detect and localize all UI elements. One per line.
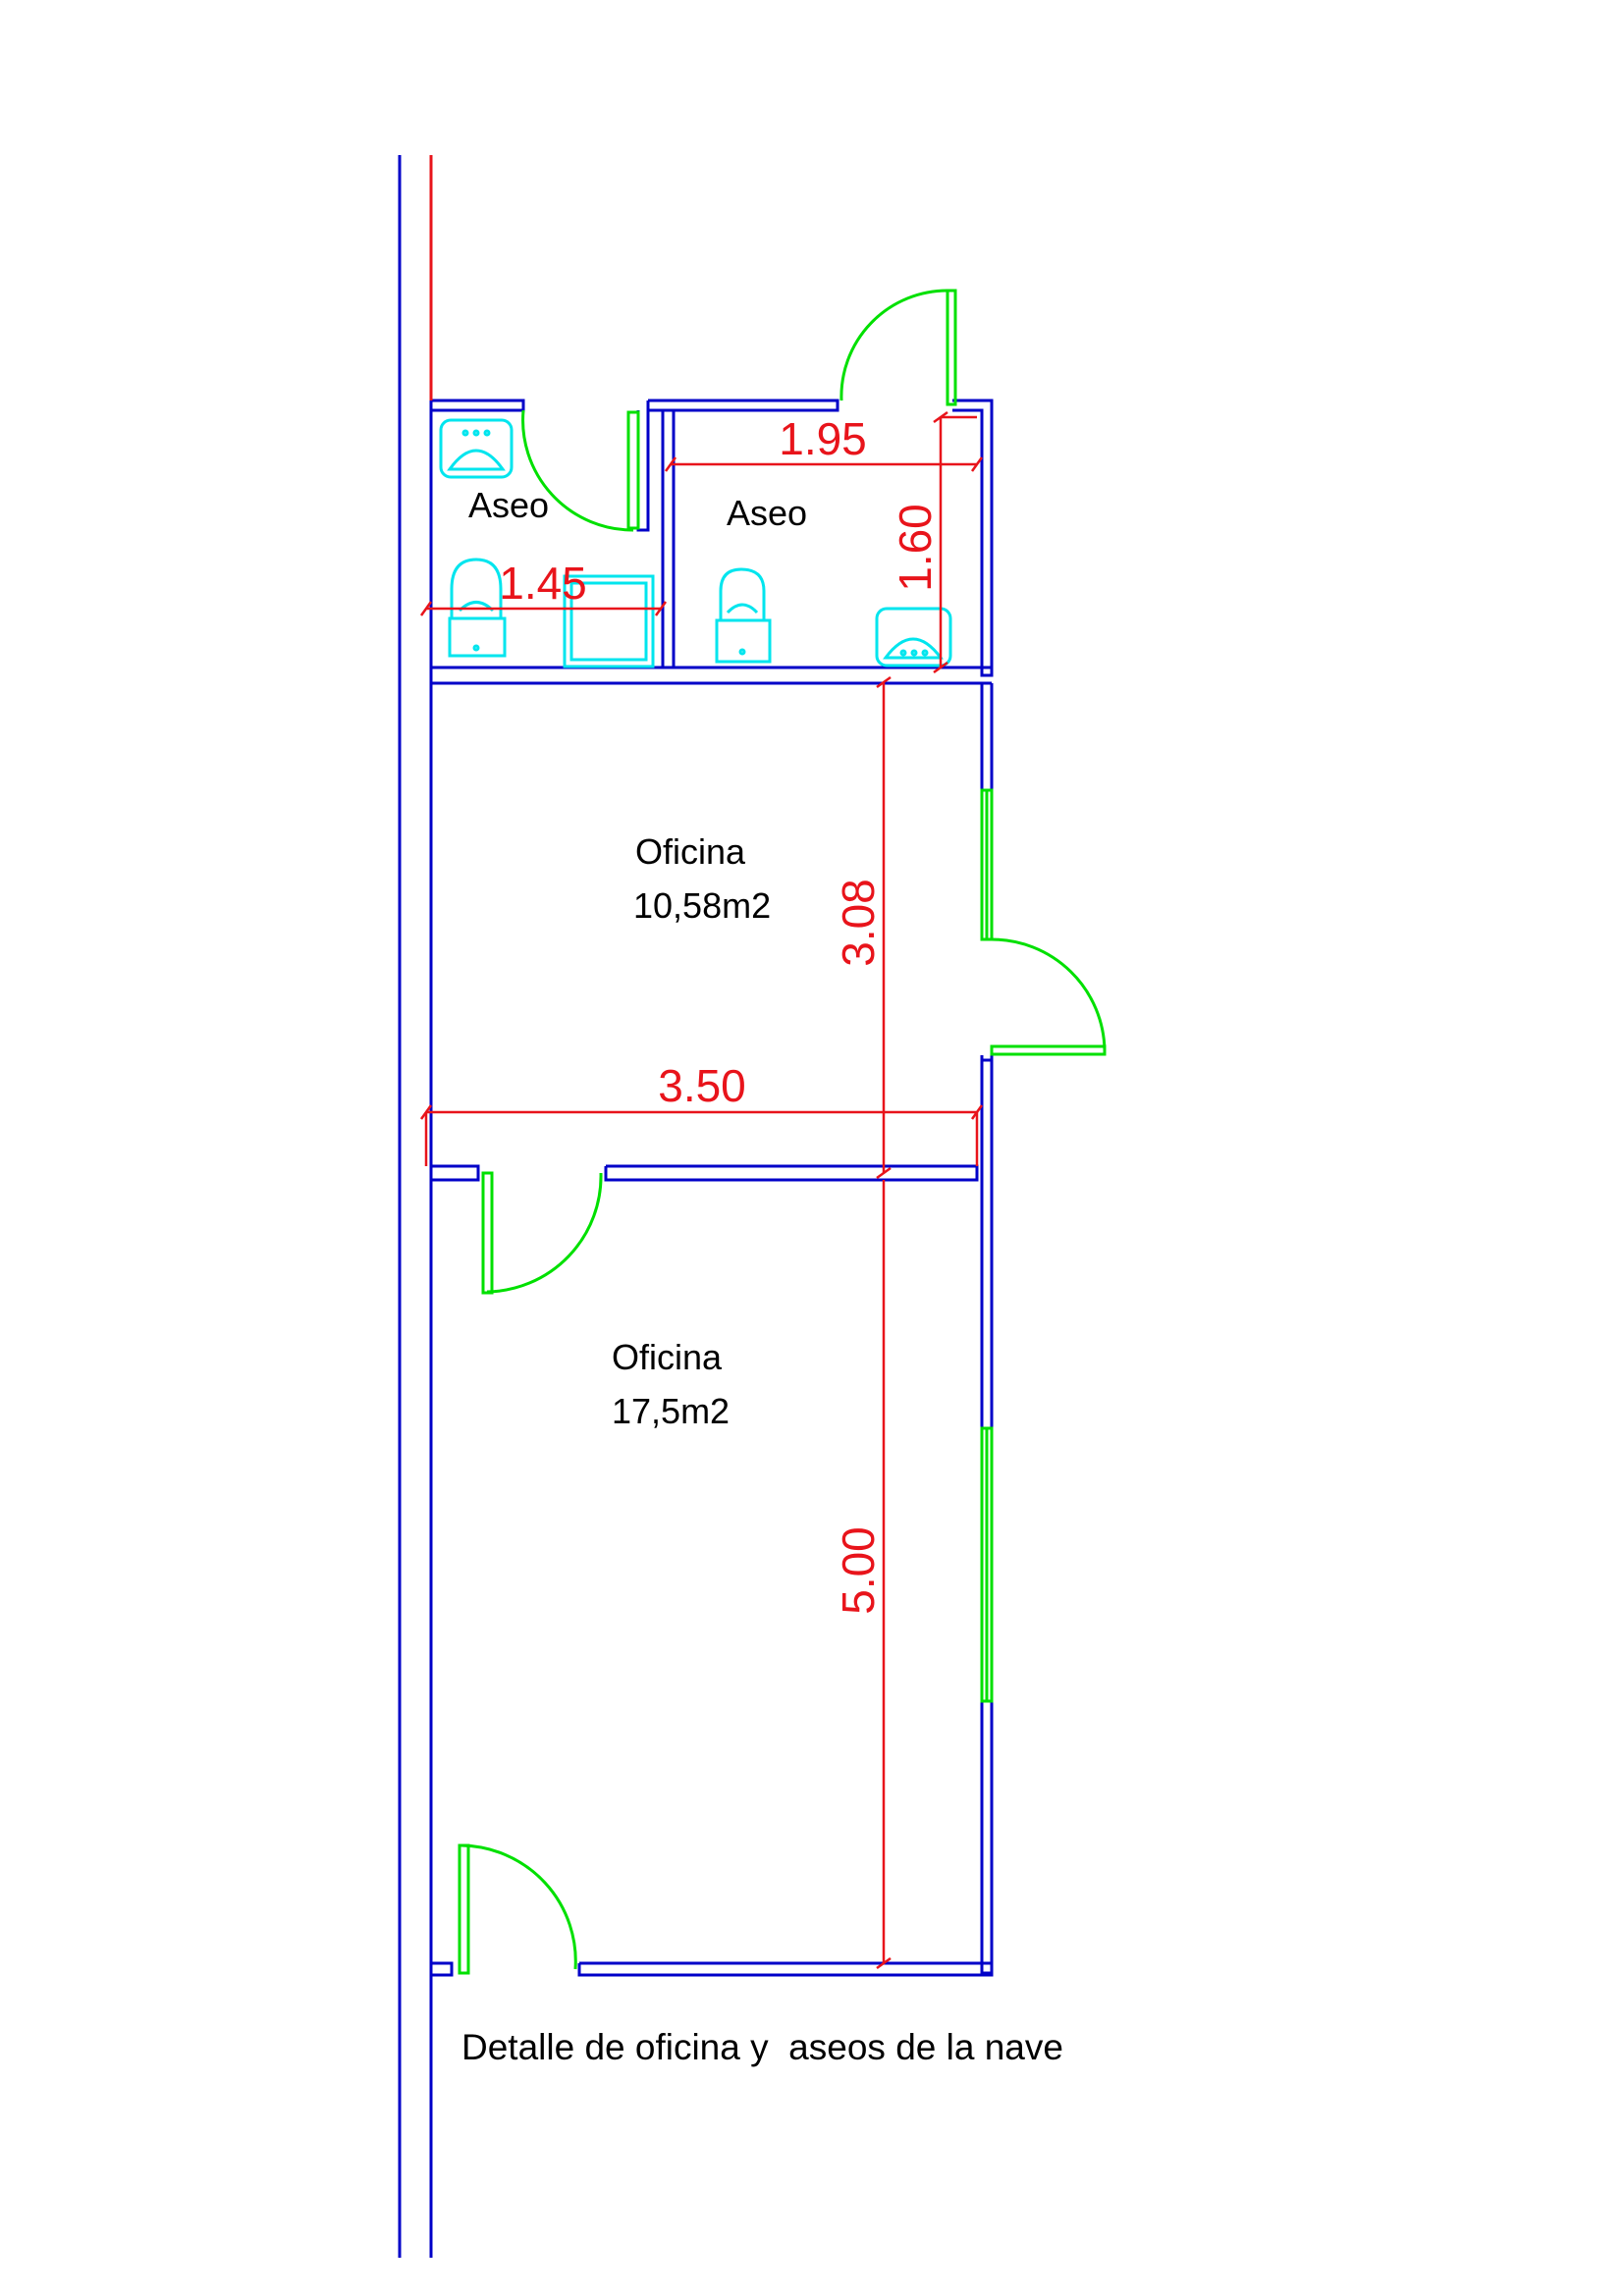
room-label-aseo-left: Aseo <box>468 485 549 525</box>
dimension-labels: 1.95 1.45 1.60 3.08 3.50 5.00 <box>499 413 941 1615</box>
window-top <box>980 788 994 941</box>
room-area-oficina-top: 10,58m2 <box>633 885 771 926</box>
door-aseo-left <box>521 409 640 532</box>
shower-icon <box>563 574 655 668</box>
sink-icon <box>439 418 514 479</box>
room-label-aseo-right: Aseo <box>727 493 807 533</box>
dim-label-3-08: 3.08 <box>833 879 884 967</box>
toilet-icon <box>715 567 772 664</box>
dim-label-1-45: 1.45 <box>499 558 587 609</box>
dimension-lines <box>419 410 984 1970</box>
doors <box>458 289 1107 1975</box>
room-label-oficina-top: Oficina <box>635 831 746 872</box>
door-office-between <box>481 1171 603 1295</box>
room-label-oficina-bottom: Oficina <box>612 1337 723 1377</box>
room-area-oficina-bottom: 17,5m2 <box>612 1391 730 1431</box>
door-exterior-top <box>839 289 957 406</box>
room-labels: Aseo Aseo Oficina 10,58m2 Oficina 17,5m2 <box>468 485 807 1431</box>
dim-label-3-50: 3.50 <box>658 1060 746 1111</box>
door-bottom <box>458 1843 577 1975</box>
window-bottom <box>980 1426 994 1703</box>
fixtures <box>439 418 952 668</box>
door-office-top <box>990 937 1107 1056</box>
dim-label-1-95: 1.95 <box>779 413 867 464</box>
dim-label-1-60: 1.60 <box>890 504 941 592</box>
caption: Detalle de oficina y aseos de la nave <box>461 2027 1063 2067</box>
dim-label-5-00: 5.00 <box>833 1526 884 1615</box>
